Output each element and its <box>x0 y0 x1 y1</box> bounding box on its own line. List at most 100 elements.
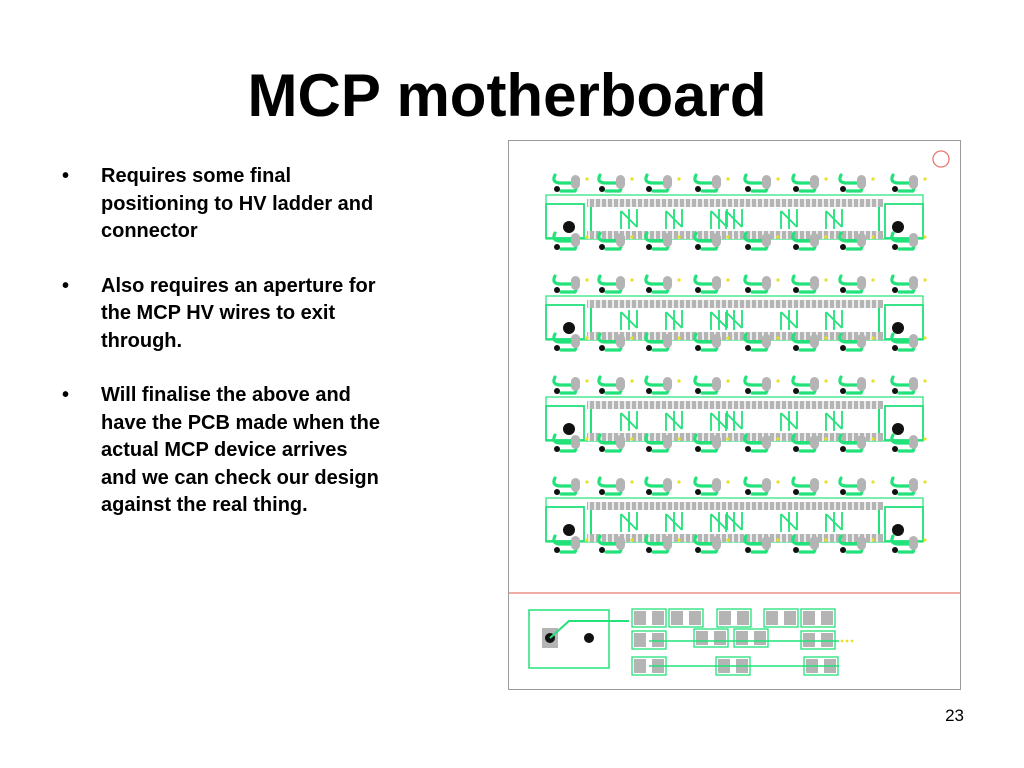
resistor-outline <box>763 608 799 628</box>
marker-dot <box>677 177 681 181</box>
side-block <box>545 405 585 441</box>
solder-pad <box>857 478 866 492</box>
ladder-strip <box>587 332 883 340</box>
marker-dot <box>923 177 927 181</box>
marker-dot <box>677 538 681 542</box>
via-hole <box>840 345 846 351</box>
marker-dot <box>923 480 927 484</box>
marker-dot <box>824 235 828 239</box>
marker-dot <box>630 235 634 239</box>
mounting-hole <box>563 423 575 435</box>
marker-dot <box>630 336 634 340</box>
solder-pad <box>616 233 625 247</box>
solder-pad <box>762 478 771 492</box>
marker-dot <box>871 336 875 340</box>
pcb-layout-figure <box>508 140 961 690</box>
via-hole <box>695 388 701 394</box>
zigzag-trace <box>620 411 638 431</box>
marker-dot <box>677 379 681 383</box>
bullet-list: • Requires some final positioning to HV … <box>58 163 383 547</box>
marker-dot <box>776 437 780 441</box>
via-hole <box>599 345 605 351</box>
zigzag-trace <box>620 512 638 532</box>
via-hole <box>554 489 560 495</box>
via-hole <box>554 244 560 250</box>
marker-dot <box>726 437 730 441</box>
slide-title: MCP motherboard <box>247 62 767 129</box>
zigzag-trace <box>780 209 798 229</box>
bullet-item: • Requires some final positioning to HV … <box>58 163 383 246</box>
resistor-outline <box>716 608 752 628</box>
marker-dot <box>824 480 828 484</box>
resistor-outline <box>668 608 704 628</box>
solder-pad <box>616 377 625 391</box>
marker-dot <box>824 437 828 441</box>
pcb-band <box>545 476 927 554</box>
solder-pad <box>571 478 580 492</box>
marker-dot <box>726 235 730 239</box>
via-hole <box>646 345 652 351</box>
bullet-item: • Also requires an aperture for the MCP … <box>58 273 383 356</box>
connector-hole <box>584 633 594 643</box>
marker-dot <box>923 278 927 282</box>
via-hole <box>554 388 560 394</box>
solder-pad <box>663 478 672 492</box>
resistor-pad <box>821 611 833 625</box>
resistor-pad <box>652 633 664 647</box>
mounting-hole <box>892 221 904 233</box>
marker-dot <box>630 480 634 484</box>
via-hole <box>554 287 560 293</box>
solder-pad <box>616 435 625 449</box>
resistor-pad <box>696 631 708 645</box>
marker-dot <box>726 480 730 484</box>
bullet-text: Also requires an aperture for the MCP HV… <box>101 274 376 352</box>
zigzag-trace <box>825 310 843 330</box>
via-hole <box>745 388 751 394</box>
resistor-pad <box>634 633 646 647</box>
mounting-hole <box>892 524 904 536</box>
ladder-strip <box>587 300 883 308</box>
via-hole <box>695 287 701 293</box>
ladder-strip <box>587 502 883 510</box>
solder-pad <box>663 175 672 189</box>
solder-pad <box>857 435 866 449</box>
solder-pad <box>712 478 721 492</box>
via-hole <box>840 388 846 394</box>
via-hole <box>793 489 799 495</box>
ladder-strip <box>587 401 883 409</box>
via-hole <box>646 547 652 553</box>
solder-pad <box>762 175 771 189</box>
solder-pad <box>909 478 918 492</box>
marker-dot <box>845 639 849 643</box>
solder-pad <box>571 334 580 348</box>
marker-dot <box>923 235 927 239</box>
resistor-pad <box>719 611 731 625</box>
marker-dot <box>776 278 780 282</box>
zigzag-trace <box>710 512 728 532</box>
zigzag-trace <box>620 209 638 229</box>
solder-pad <box>571 435 580 449</box>
page-number: 23 <box>945 706 964 725</box>
solder-pad <box>857 175 866 189</box>
via-hole <box>745 244 751 250</box>
marker-dot <box>871 278 875 282</box>
via-hole <box>695 244 701 250</box>
via-hole <box>646 287 652 293</box>
marker-dot <box>776 336 780 340</box>
marker-dot <box>776 480 780 484</box>
via-hole <box>745 446 751 452</box>
solder-pad <box>762 435 771 449</box>
via-hole <box>695 489 701 495</box>
bullet-text: Will finalise the above and have the PCB… <box>101 384 380 516</box>
marker-dot <box>677 437 681 441</box>
solder-pad <box>810 377 819 391</box>
resistor-pad <box>821 633 833 647</box>
via-hole <box>554 446 560 452</box>
resistor-outline <box>733 628 769 648</box>
marker-dot <box>726 336 730 340</box>
via-hole <box>793 345 799 351</box>
resistor-outline <box>800 608 836 628</box>
resistor-pad <box>737 611 749 625</box>
marker-dot <box>824 177 828 181</box>
pcb-band <box>545 375 927 453</box>
